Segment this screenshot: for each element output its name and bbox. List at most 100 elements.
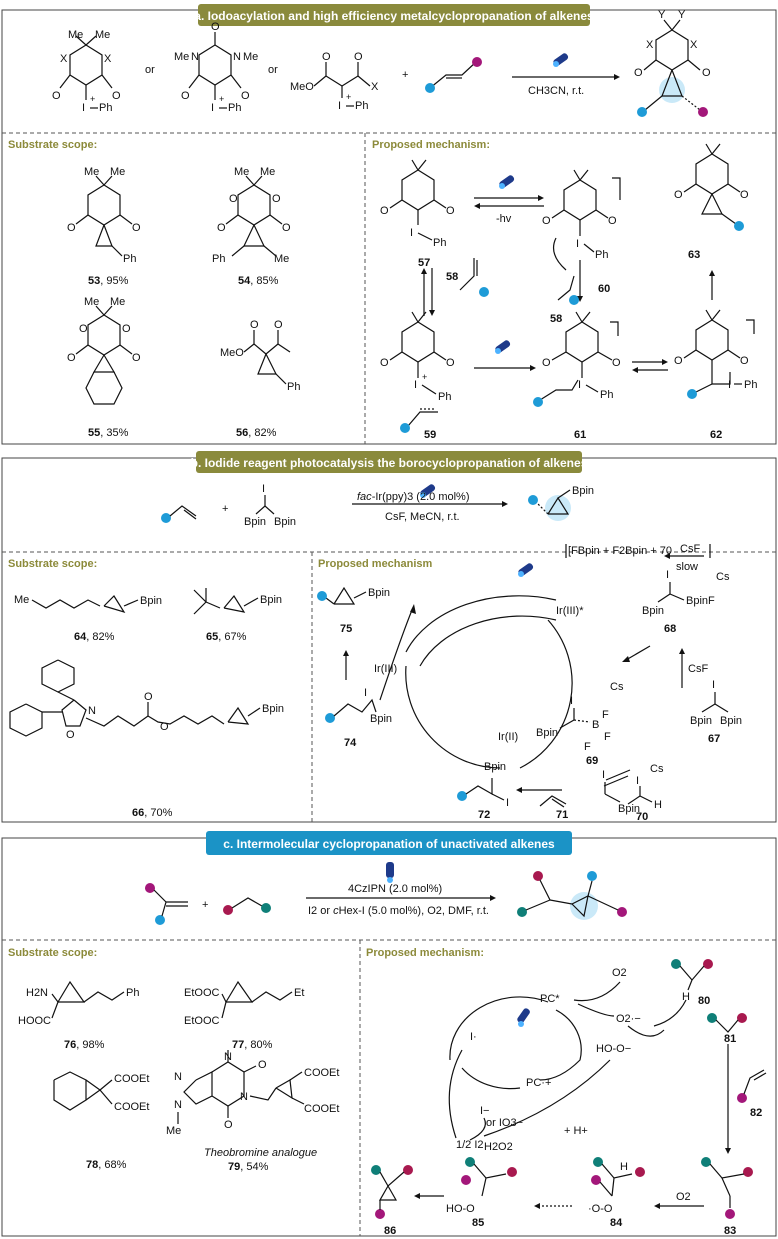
panel-b-header-bg [196,451,582,473]
svg-text:O: O [67,222,76,234]
svg-text:I: I [602,769,605,781]
scope-title-c: Substrate scope: [8,947,97,959]
svg-text:Ph: Ph [744,379,757,391]
svg-text:Bpin: Bpin [618,803,640,815]
svg-text:86: 86 [384,1225,396,1237]
svg-text:O: O [122,323,131,335]
product-56-label: 56, 82% [236,427,277,439]
svg-text:+: + [346,92,351,102]
product-78-label: 78, 68% [86,1159,127,1171]
svg-text:Ph: Ph [99,102,112,114]
svg-text:N: N [88,705,96,717]
product-79-caption: Theobromine analogue [204,1147,317,1159]
compound-56-structure: MeO O O Ph [220,319,300,393]
svg-text:O: O [740,355,749,367]
svg-text:I: I [82,102,85,114]
svg-text:O: O [272,193,281,205]
compound-64-structure: Me Bpin [14,594,162,614]
svg-text:O: O [740,189,749,201]
svg-text:O: O [702,67,711,79]
svg-text:75: 75 [340,623,352,635]
svg-text:Bpin: Bpin [140,595,162,607]
svg-text:67: 67 [708,733,720,745]
svg-text:Me: Me [68,29,83,41]
svg-text:Cs: Cs [650,763,664,775]
svg-text:F: F [604,731,611,743]
svg-text:Me: Me [174,51,189,63]
mechanism-c-cycle: PC* PC·+ I· I− or IO3− 1/2 I2 O2 O2·− HO… [371,959,767,1237]
svg-text:O2: O2 [676,1191,691,1203]
product-c-cyclopropane [517,871,627,920]
svg-text:Me: Me [14,594,29,606]
svg-text:Bpin: Bpin [690,715,712,727]
svg-text:70: 70 [636,811,648,823]
product-b-borocyclopropane: Bpin [528,485,594,521]
blue-light-lamp-icon [386,862,394,883]
svg-text:O: O [52,90,61,102]
svg-text:O: O [132,222,141,234]
svg-text:Me: Me [110,296,125,308]
svg-text:Ph: Ph [126,987,139,999]
mechanism-title-a: Proposed mechanism: [372,139,490,151]
svg-text:80: 80 [698,995,710,1007]
svg-text:O: O [542,357,551,369]
mechanism-title-c: Proposed mechanism: [366,947,484,959]
svg-text:X: X [690,39,698,51]
scope-title-b: Substrate scope: [8,558,97,570]
svg-text:O: O [79,323,88,335]
svg-text:X: X [646,39,654,51]
svg-text:O: O [229,193,238,205]
svg-text:69: 69 [586,755,598,767]
svg-text:·O-O: ·O-O [588,1203,613,1215]
svg-text:Ph: Ph [287,381,300,393]
scope-title-a: Substrate scope: [8,139,97,151]
mechanism-b-cycle: Ir(III) Ir(III)* Ir(II) Bpin 75 I Bpin 7… [317,543,742,823]
svg-text:I: I [728,379,731,391]
conditions-b-2: CsF, MeCN, r.t. [385,511,460,523]
compound-54-structure: Me Me O O O O Ph Me [212,166,291,265]
compound-77-structure: EtOOC EtOOC Et [184,980,304,1027]
svg-text:O: O [446,205,455,217]
svg-text:O: O [112,90,121,102]
svg-text:X: X [104,53,112,65]
svg-text:59: 59 [424,429,436,441]
svg-text:61: 61 [574,429,586,441]
svg-text:F: F [584,741,591,753]
svg-text:Bpin: Bpin [262,703,284,715]
svg-text:H2N: H2N [26,987,48,999]
svg-text:Cs: Cs [716,571,730,583]
svg-text:Ph: Ph [600,389,613,401]
svg-text:Bpin: Bpin [642,605,664,617]
svg-text:-hv: -hv [496,213,512,225]
svg-text:Me: Me [95,29,110,41]
svg-text:CsF: CsF [688,663,708,675]
svg-text:HO-O−: HO-O− [596,1043,631,1055]
blue-light-lamp-icon [420,484,436,498]
methylene-reagent [223,897,271,915]
svg-text:MeO: MeO [220,347,244,359]
conditions-c-2: I2 or cHex-I (5.0 mol%), O2, DMF, r.t. [308,905,489,917]
svg-text:N: N [191,51,199,63]
svg-text:HO-O: HO-O [446,1203,475,1215]
svg-text:O: O [250,319,259,331]
svg-text:O2: O2 [612,967,627,979]
panel-a-header: a. Iodoacylation and high efficiency met… [194,9,594,23]
svg-text:I: I [414,379,417,391]
svg-text:O: O [144,691,153,703]
reagent-cyclic-ylide: Me Me X X O O I + Ph [52,29,121,114]
svg-text:68: 68 [664,623,676,635]
svg-text:BpinF: BpinF [686,595,715,607]
blue-light-lamp-icon [518,563,534,577]
svg-text:62: 62 [710,429,722,441]
svg-text:MeO: MeO [290,81,314,93]
svg-text:N: N [240,1091,248,1103]
svg-text:Me: Me [243,51,258,63]
svg-text:Cs: Cs [610,681,624,693]
product-77-label: 77, 80% [232,1039,273,1051]
svg-text:Ph: Ph [433,237,446,249]
svg-text:Bpin: Bpin [484,761,506,773]
svg-text:Et: Et [294,987,304,999]
svg-text:O: O [258,1059,267,1071]
svg-text:Bpin: Bpin [720,715,742,727]
svg-text:O: O [224,1119,233,1131]
